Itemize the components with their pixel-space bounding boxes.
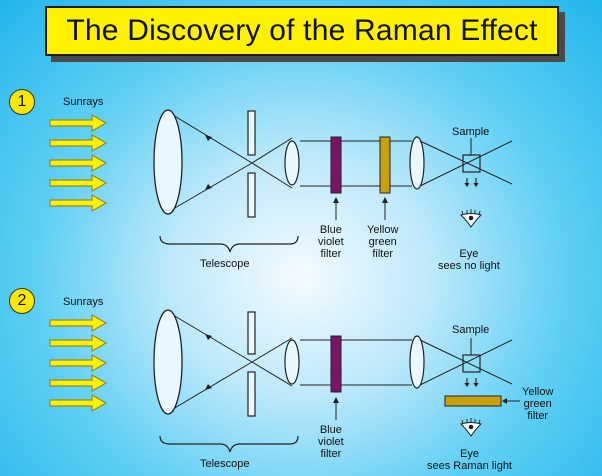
objective-lens — [153, 109, 183, 215]
yellow-green-line3: filter — [527, 410, 549, 422]
yellow-green-line2: green — [368, 236, 397, 248]
scatter-arrow — [473, 377, 479, 388]
page-title: The Discovery of the Raman Effect — [66, 14, 538, 47]
sunray-arrow — [49, 114, 107, 132]
ray-arrowhead — [205, 384, 212, 390]
sunrays-label-2: Sunrays — [63, 296, 104, 308]
sunray-arrow — [49, 394, 107, 412]
yellow-green-line2: green — [523, 398, 552, 410]
focusing-lens — [409, 136, 425, 190]
yellow-green-filter-label-1: Yellow green filter — [367, 224, 398, 260]
eye-line1: Eye — [460, 448, 479, 460]
aperture-slit — [247, 371, 256, 417]
ray-line — [419, 140, 513, 185]
sunray-arrow — [49, 334, 107, 352]
step-2-badge: 2 — [9, 288, 35, 314]
blue-violet-line2: violet — [318, 436, 344, 448]
sunray-arrow — [49, 174, 107, 192]
telescope-brace — [159, 435, 299, 453]
blue-violet-line1: Blue — [319, 224, 342, 236]
yellow-green-line1: Yellow — [522, 386, 554, 398]
ray-line — [419, 339, 513, 386]
eye-icon — [460, 417, 482, 437]
aperture-slit — [247, 110, 256, 156]
ray-arrowhead — [205, 135, 212, 141]
sunray-arrow — [49, 374, 107, 392]
step-1-number: 1 — [17, 93, 27, 110]
aperture-slit — [247, 311, 256, 355]
blue-violet-filter — [330, 136, 342, 194]
eyepiece-lens — [284, 339, 300, 385]
scatter-arrow — [473, 177, 479, 188]
label-pointer-head — [333, 197, 339, 203]
telescope-label-1: Telescope — [200, 258, 250, 270]
sample-box — [462, 354, 481, 373]
label-pointer-head — [382, 197, 388, 203]
focusing-lens — [409, 335, 425, 389]
blue-violet-filter — [330, 335, 342, 393]
label-pointer-head — [502, 398, 507, 404]
sunray-arrow — [49, 314, 107, 332]
panel-1 — [49, 109, 513, 253]
eye-line2: sees Raman light — [427, 460, 512, 472]
blue-violet-line3: filter — [320, 248, 342, 260]
ray-line — [251, 361, 293, 387]
blue-violet-filter-label-1: Blue violet filter — [318, 224, 344, 260]
ray-line — [251, 337, 293, 363]
sunray-arrow — [49, 194, 107, 212]
ray-line — [419, 140, 513, 187]
sunrays-1 — [49, 114, 107, 212]
telescope-brace — [159, 235, 299, 253]
yellow-green-filter — [379, 136, 391, 194]
ray-line — [251, 137, 293, 164]
blue-violet-filter-label-2: Blue violet filter — [318, 424, 344, 460]
blue-violet-line3: filter — [320, 448, 342, 460]
scatter-arrow — [464, 177, 470, 188]
sample-label-2: Sample — [452, 324, 490, 336]
blue-violet-line2: violet — [318, 236, 344, 248]
yellow-green-filter — [444, 395, 502, 407]
scatter-arrow — [464, 377, 470, 388]
label-pointer-head — [333, 397, 339, 403]
telescope-label-2: Telescope — [200, 458, 250, 470]
ray-arrowhead — [205, 334, 212, 340]
eye-label-2: Eye sees Raman light — [427, 448, 512, 472]
blue-violet-line1: Blue — [319, 424, 342, 436]
ray-line — [251, 162, 293, 189]
yellow-green-line3: filter — [372, 248, 394, 260]
aperture-slit — [247, 172, 256, 218]
eye-line1: Eye — [459, 248, 479, 260]
yellow-green-filter-label-2: Yellow green filter — [522, 386, 553, 422]
sunray-arrow — [49, 154, 107, 172]
sample-label-1: Sample — [452, 126, 490, 138]
step-2-number: 2 — [17, 292, 27, 309]
sunray-arrow — [49, 134, 107, 152]
ray-arrowhead — [205, 184, 212, 190]
panel-2 — [49, 309, 520, 453]
title-banner: The Discovery of the Raman Effect — [45, 6, 559, 56]
objective-lens — [153, 309, 183, 415]
eye-label-1: Eye sees no light — [438, 248, 500, 272]
eyepiece-lens — [284, 140, 300, 186]
sunrays-2 — [49, 314, 107, 412]
sunray-arrow — [49, 354, 107, 372]
eye-icon — [460, 208, 482, 228]
yellow-green-line1: Yellow — [367, 224, 399, 236]
eye-line2: sees no light — [438, 260, 500, 272]
step-1-badge: 1 — [9, 89, 35, 115]
sunrays-label-1: Sunrays — [63, 96, 104, 108]
